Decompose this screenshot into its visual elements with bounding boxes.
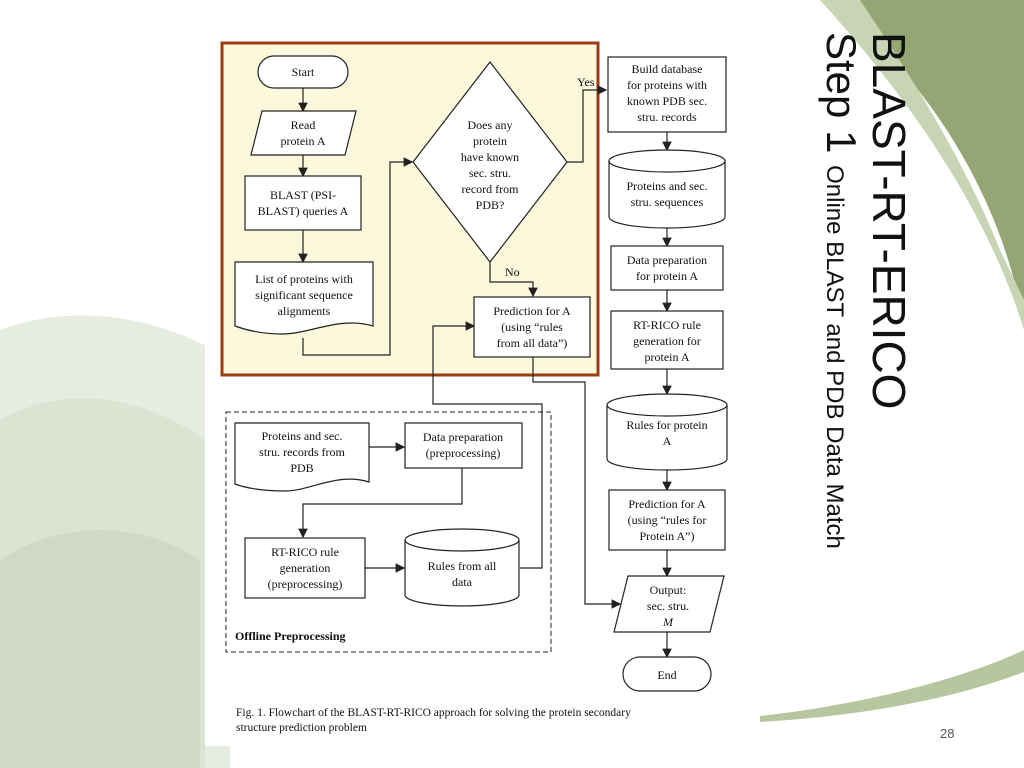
predA-label-3: Protein A”) [640, 529, 695, 543]
output-label-3: M [662, 615, 674, 629]
data-prep-process [610, 245, 724, 291]
rulesA-label-1: Rules for protein [626, 418, 707, 432]
page-number: 28 [940, 726, 955, 741]
predall-label-1: Prediction for A [493, 304, 571, 318]
offrt-label-2: generation [280, 561, 331, 575]
read-protein-io [250, 110, 357, 156]
output-io [613, 575, 725, 633]
dataprep-label-2: for protein A [636, 269, 698, 283]
list-label-2: significant sequence [255, 288, 353, 302]
decision-label-2: protein [473, 134, 507, 148]
arrow-offrules-predall [432, 321, 543, 569]
read-label-2: protein A [281, 134, 326, 148]
protdb-label-2: stru. sequences [631, 195, 704, 209]
list-label-1: List of proteins with [255, 272, 353, 286]
read-label-1: Read [291, 118, 316, 132]
rules-protein-database [606, 393, 728, 471]
rules-protein-database-rim [606, 404, 728, 417]
offrt-label-1: RT-RICO rule [271, 545, 339, 559]
rtrico-label-1: RT-RICO rule [633, 318, 701, 332]
offline-dataprep-process [404, 422, 523, 469]
rules-all-data-database-rim [404, 539, 520, 552]
offrt-label-3: (preprocessing) [268, 577, 343, 591]
offrules-label-2: data [452, 575, 473, 589]
protein-sequences-database-rim [608, 160, 726, 173]
predall-label-3: from all data”) [497, 336, 568, 350]
left-swirl-dark [0, 530, 200, 768]
blast-process [244, 175, 362, 231]
offrules-label-1: Rules from all [428, 559, 497, 573]
arrow-offprep-offrt [298, 468, 463, 539]
predA-label-1: Prediction for A [628, 497, 706, 511]
slide-subtitle: Step 1 Online BLAST and PDB Data Match [818, 32, 865, 549]
offline-preprocessing-box [225, 411, 552, 653]
top-right-swoosh [850, 0, 1024, 330]
blast-label-1: BLAST (PSI- [270, 188, 336, 202]
offprep-label-2: (preprocessing) [426, 446, 501, 460]
end-label: End [657, 668, 676, 682]
rulesA-label-2: A [663, 434, 672, 448]
slide-title: BLAST-RT-ERICO [863, 32, 915, 410]
predict-protein-rules-process [608, 489, 726, 551]
offline-rtrico-process [244, 537, 366, 599]
list-label-3: alignments [278, 304, 331, 318]
decision-label-6: PDB? [476, 198, 505, 212]
output-label-2: sec. stru. [647, 599, 689, 613]
list-proteins-document [234, 261, 374, 335]
end-terminal [622, 656, 712, 692]
arrow-list-decision [302, 157, 414, 356]
rtrico-label-2: generation for [633, 334, 701, 348]
build-database-process [607, 56, 727, 133]
build-label-1: Build database [632, 62, 703, 76]
decision-label-4: sec. stru. [469, 166, 511, 180]
start-label: Start [292, 65, 315, 79]
protein-sequences-database [608, 149, 726, 229]
build-label-2: for proteins with [627, 78, 707, 92]
output-label-1: Output: [650, 583, 687, 597]
protdb-label-1: Proteins and sec. [627, 179, 708, 193]
decision-label-5: record from [462, 182, 520, 196]
build-label-4: stru. records [637, 110, 697, 124]
predall-label-2: (using “rules [501, 320, 563, 334]
start-terminal [257, 55, 349, 89]
arrow-decision-no [489, 262, 538, 298]
no-label: No [505, 265, 520, 279]
rtrico-generation-process [610, 310, 724, 370]
figure-caption-line-2: structure prediction problem [236, 722, 367, 734]
predA-label-2: (using “rules for [628, 513, 707, 527]
step-description: Online BLAST and PDB Data Match [821, 165, 848, 549]
connectors [298, 85, 672, 659]
figure-caption-line-1: Fig. 1. Flowchart of the BLAST-RT-RICO a… [236, 707, 631, 719]
offdoc-label-2: stru. records from [259, 445, 345, 459]
rules-all-data-database [404, 528, 520, 607]
rtrico-label-3: protein A [645, 350, 690, 364]
arrow-predall-output [532, 356, 622, 609]
build-label-3: known PDB sec. [627, 94, 707, 108]
offprep-label-1: Data preparation [423, 430, 503, 444]
decision-label-3: have known [461, 150, 519, 164]
offdoc-label-3: PDB [290, 461, 313, 475]
offdoc-label-1: Proteins and sec. [262, 429, 343, 443]
dataprep-label-1: Data preparation [627, 253, 707, 267]
pdb-decision [412, 61, 568, 263]
predict-all-data-process [473, 296, 591, 358]
offline-label: Offline Preprocessing [235, 629, 346, 643]
yes-label: Yes [577, 75, 595, 89]
step-label: Step 1 [818, 32, 865, 154]
bottom-right-sweep [760, 650, 1024, 722]
decision-label-1: Does any [468, 118, 513, 132]
offline-pdb-document [234, 422, 370, 492]
arrow-decision-yes [567, 85, 608, 163]
blast-label-2: BLAST) queries A [258, 204, 349, 218]
